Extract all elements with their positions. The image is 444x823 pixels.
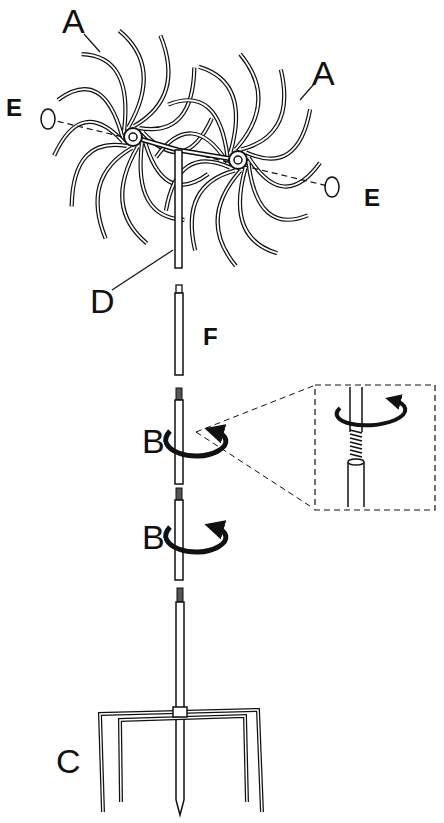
blade-inner <box>98 148 132 239</box>
crossbar-inner <box>133 137 238 160</box>
twist-arrow <box>337 400 406 425</box>
blade-inner <box>241 70 284 150</box>
tube <box>175 293 183 375</box>
end-cap <box>41 109 55 129</box>
blade-inner <box>122 147 147 243</box>
crossbar <box>133 137 238 160</box>
detail-leader <box>196 386 313 432</box>
blade <box>122 147 147 243</box>
part-letter: D <box>90 284 115 318</box>
blade <box>134 36 168 127</box>
leader-line <box>300 84 314 100</box>
part-letter: B <box>142 520 165 554</box>
blade-inner <box>82 54 126 130</box>
twist-arrow <box>166 431 226 456</box>
blade-inner <box>249 158 320 187</box>
blade-inner <box>119 31 144 127</box>
blade-inner <box>54 122 123 156</box>
part-letter: C <box>56 744 81 778</box>
part-letter: F <box>203 325 218 349</box>
axle-line <box>48 119 332 187</box>
part-letter: E <box>6 96 22 120</box>
blade <box>199 67 236 152</box>
pole-segment <box>175 388 183 484</box>
blade-inner <box>236 54 259 149</box>
blade <box>218 171 241 266</box>
blade-inner <box>192 171 235 251</box>
detail-box <box>315 385 435 510</box>
blade-inner <box>72 145 127 206</box>
tube-tip <box>176 285 182 293</box>
blade <box>236 54 259 149</box>
part-letter: A <box>312 56 335 90</box>
leader-line <box>112 250 173 290</box>
blade <box>119 31 144 127</box>
blade-inner <box>134 36 168 127</box>
detail-leader <box>196 432 313 508</box>
blade <box>72 145 127 206</box>
blade-inner <box>246 109 310 158</box>
blade <box>54 122 123 156</box>
ground-stake <box>100 588 262 815</box>
blade <box>82 54 126 130</box>
blade <box>192 171 235 251</box>
part-letter: E <box>364 186 380 210</box>
twist-arrow <box>166 527 226 552</box>
hub <box>124 128 247 169</box>
support-pole <box>175 150 182 268</box>
end-cap <box>325 177 339 197</box>
blade <box>241 70 284 150</box>
leader-line <box>84 34 100 52</box>
blade-inner <box>218 171 241 266</box>
pole-segment <box>175 488 183 580</box>
blade <box>246 109 310 158</box>
thread-detail <box>348 387 364 507</box>
part-letter: A <box>62 4 85 38</box>
blade <box>98 148 132 239</box>
blade-inner <box>199 67 236 152</box>
blade <box>249 158 320 187</box>
spinner-blades <box>54 31 320 266</box>
part-letter: B <box>142 424 165 458</box>
